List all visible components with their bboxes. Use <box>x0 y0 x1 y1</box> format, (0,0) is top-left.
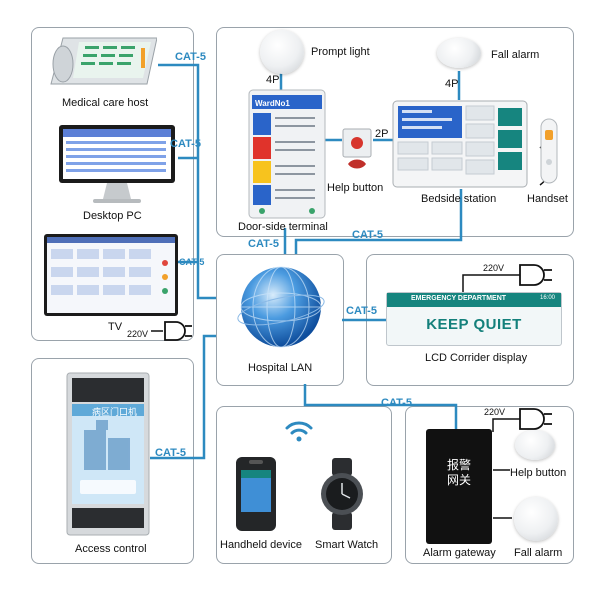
smart-watch-device <box>318 458 366 530</box>
tv-device <box>43 233 179 317</box>
lcd-corridor-screen: EMERGENCY DEPARTMENT 16:00 KEEP QUIET <box>386 292 562 346</box>
fall-alarm-top-label: Fall alarm <box>491 49 540 61</box>
help-button-right-device <box>515 430 555 460</box>
desktop-pc-label: Desktop PC <box>83 210 142 222</box>
smart-watch-label: Smart Watch <box>315 539 379 551</box>
access-control-screen-title: 病区门口机 <box>92 407 138 417</box>
door-terminal-title: WardNo1 <box>255 99 290 108</box>
door-side-terminal-label: Door-side terminal <box>238 221 328 233</box>
gateway-power-label: 220V <box>484 407 506 417</box>
wifi-icon <box>284 419 314 443</box>
lcd-department: EMERGENCY DEPARTMENT <box>411 295 507 302</box>
handheld-device-label: Handheld device <box>220 539 302 551</box>
handheld-device <box>235 456 277 532</box>
fall-alarm-top-4p-label: 4P <box>445 78 459 90</box>
hospital-lan-label: Hospital LAN <box>248 362 313 374</box>
cat5-label-door-terminal: CAT-5 <box>248 238 279 250</box>
cat5-label-tv: CAT-5 <box>179 257 205 267</box>
prompt-light-device <box>260 30 304 74</box>
cat5-label-lcd: CAT-5 <box>346 305 377 317</box>
prompt-light-4p-label: 4P <box>266 74 280 86</box>
prompt-light-label: Prompt light <box>311 46 370 58</box>
handset-label: Handset <box>527 193 568 205</box>
alarm-gateway-label: Alarm gateway <box>423 547 496 559</box>
bedside-station-device <box>392 100 528 188</box>
fall-alarm-bottom-device <box>514 497 558 541</box>
help-button-mid-device <box>342 128 372 169</box>
help-button-mid-label: Help button <box>327 182 384 194</box>
medical-care-host-label: Medical care host <box>62 97 149 109</box>
lcd-time: 16:00 <box>539 295 555 301</box>
desktop-pc-device <box>57 123 177 205</box>
lcd-corridor-display-label: LCD Corrider display <box>425 352 528 364</box>
cat5-label-bedside: CAT-5 <box>352 229 383 241</box>
access-control-label: Access control <box>75 543 147 555</box>
fall-alarm-top-device <box>437 38 481 68</box>
lcd-message: KEEP QUIET <box>426 316 522 333</box>
cat5-label-host: CAT-5 <box>175 51 206 63</box>
help-button-right-label: Help button <box>510 467 567 479</box>
cat5-label-pc: CAT-5 <box>170 138 201 150</box>
medical-care-host-device <box>47 34 158 92</box>
lcd-header-bar <box>387 293 561 307</box>
lcd-power-label: 220V <box>483 263 505 273</box>
cat5-label-access: CAT-5 <box>155 447 186 459</box>
tv-label: TV <box>108 321 123 333</box>
fall-alarm-bottom-label: Fall alarm <box>514 547 563 559</box>
handset-device <box>536 118 562 184</box>
alarm-gateway-device <box>426 429 492 544</box>
door-side-terminal-device <box>248 89 326 219</box>
access-control-device <box>66 372 150 536</box>
bedside-station-label: Bedside station <box>421 193 497 205</box>
cat5-label-gateway: CAT-5 <box>381 397 412 409</box>
hospital-lan-globe <box>236 262 326 352</box>
alarm-gateway-screen-text: 报警网关 <box>446 458 471 487</box>
tv-power-label: 220V <box>127 329 149 339</box>
help-button-mid-2p-label: 2P <box>375 128 389 140</box>
